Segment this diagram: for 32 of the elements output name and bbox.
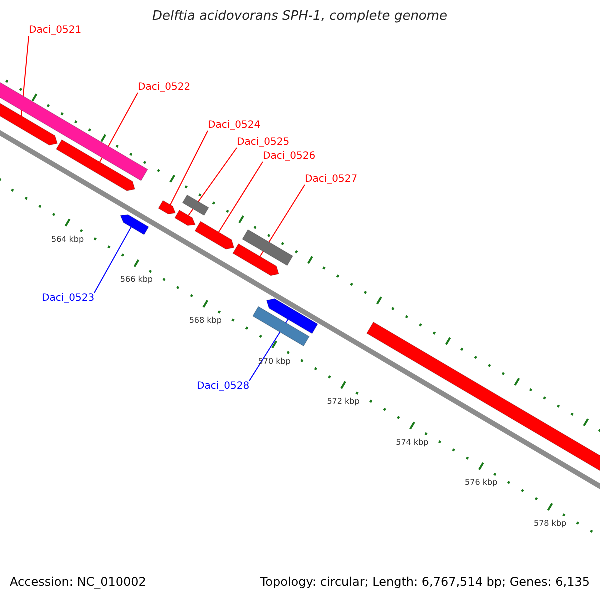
gene-block (56, 140, 136, 192)
scale-label: 566 kbp (120, 275, 153, 284)
gene-label: Daci_0525 (237, 137, 290, 148)
leader-line (260, 184, 306, 258)
gene-block (266, 298, 318, 334)
gene-block (242, 229, 294, 266)
gene-label: Daci_0522 (138, 82, 191, 93)
genome-info-note: Topology: circular; Length: 6,767,514 bp; Genes: 6,135 (260, 575, 590, 589)
gene-block (194, 221, 235, 250)
gene-label: Daci_0528 (197, 381, 250, 392)
leader-line (170, 130, 208, 206)
gene-label: Daci_0526 (263, 151, 316, 162)
leader-line (188, 148, 238, 216)
gene-label: Daci_0521 (29, 25, 82, 36)
leader-line (94, 226, 132, 294)
scale-label: 574 kbp (396, 438, 429, 447)
gene-block (252, 306, 310, 347)
scale-label: 572 kbp (327, 397, 360, 406)
gene-block (182, 194, 210, 216)
gene-block (174, 210, 196, 226)
leader-line (218, 162, 264, 233)
scale-label: 576 kbp (465, 478, 498, 488)
gene-block (120, 214, 150, 236)
scale-label: 564 kbp (51, 234, 84, 244)
gene-label: Daci_0523 (42, 293, 95, 304)
accession-note: Accession: NC_010002 (10, 575, 146, 589)
gene-label: Daci_0524 (208, 120, 261, 131)
gene-label: Daci_0527 (305, 174, 358, 185)
scale-label: 568 kbp (189, 316, 222, 326)
gene-block (158, 200, 176, 215)
gene-block (232, 244, 280, 276)
title: Delftia acidovorans SPH-1, complete genome (151, 9, 449, 24)
